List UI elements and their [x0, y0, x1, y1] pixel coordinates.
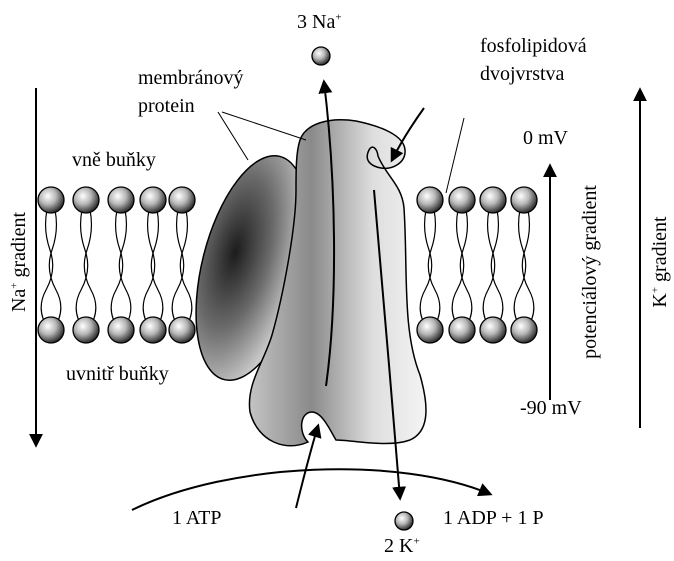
- adp-phosphate-label: 1 ADP + 1 P: [443, 508, 544, 528]
- membrane-protein-label-line1: membránový: [138, 68, 244, 88]
- atp-label: 1 ATP: [172, 508, 221, 528]
- potassium-gradient-label: K+ gradient: [650, 192, 670, 332]
- lipid-heads-right-top: [417, 187, 537, 213]
- phospholipid-bilayer-label-line1: fosfolipidová: [480, 36, 587, 56]
- outside-cell-label: vně buňky: [72, 150, 156, 170]
- lipid-bilayer-right: [417, 187, 537, 343]
- k-entry-arrow-top: [392, 108, 424, 160]
- sodium-gradient-label: Na+ gradient: [9, 187, 29, 337]
- phospholipid-bilayer-label-line2: dvojvrstva: [480, 64, 564, 84]
- lipid-tails-left: [41, 210, 192, 330]
- potassium-in-label: 2 K+: [384, 536, 420, 556]
- lipid-bilayer-left: [38, 187, 195, 343]
- pointer-protein-to-pump: [222, 112, 306, 140]
- membrane-protein-label-line2: protein: [138, 96, 195, 116]
- minus-90-millivolt-label: -90 mV: [520, 398, 582, 418]
- potential-gradient-label: potenciálový gradient: [580, 177, 600, 367]
- pointer-bilayer: [446, 118, 464, 193]
- lipid-tails-right: [420, 210, 534, 330]
- inside-cell-label: uvnitř buňky: [66, 364, 169, 384]
- lipid-heads-left-bottom: [38, 317, 195, 343]
- lipid-heads-left-top: [38, 187, 195, 213]
- zero-millivolt-label: 0 mV: [523, 128, 568, 148]
- lipid-heads-right-bottom: [417, 317, 537, 343]
- potassium-ion: [395, 512, 413, 530]
- sodium-out-label: 3 Na+: [297, 12, 342, 32]
- sodium-ion: [312, 47, 330, 65]
- atp-hydrolysis-arrow: [132, 469, 490, 510]
